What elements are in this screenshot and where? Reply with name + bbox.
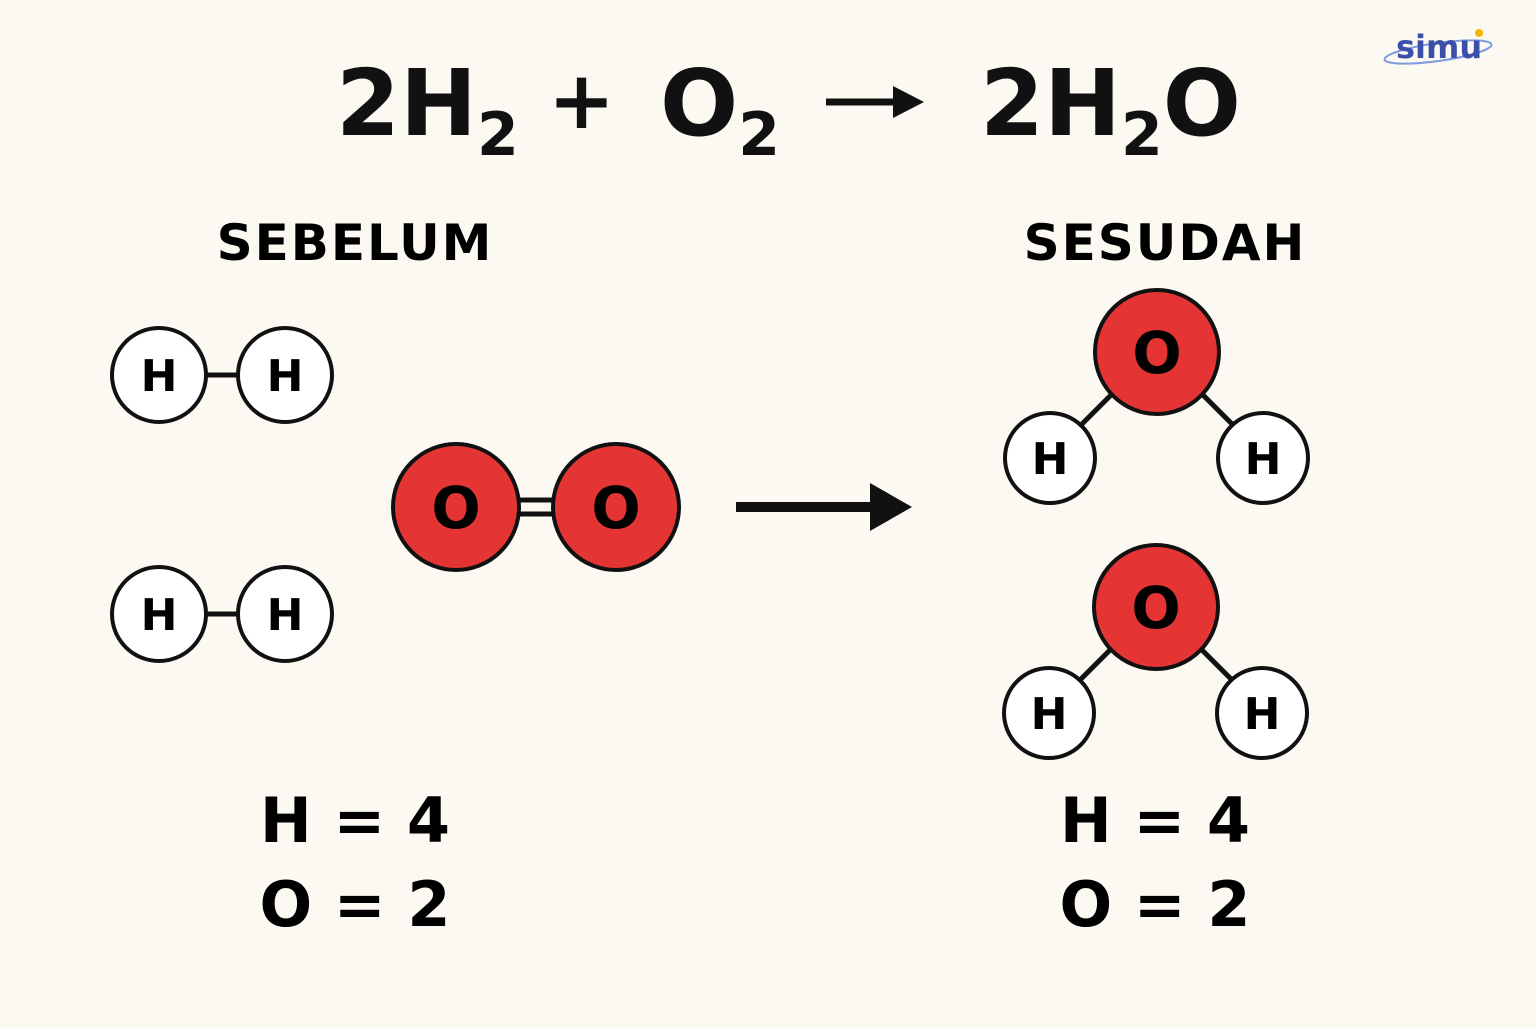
atom-label: H: [1244, 689, 1281, 740]
hydrogen-atom: [1003, 411, 1097, 505]
hydrogen-atom: [1002, 666, 1096, 760]
chemical-equation: 2H2 + O2 2H2O: [336, 50, 1241, 170]
h2-molecule-1: H H: [110, 326, 334, 424]
oxygen-atom: [391, 442, 521, 572]
equation-arrow: [826, 86, 924, 118]
atom-label: H: [1031, 689, 1068, 740]
h2o-molecule-2: O H H: [1002, 543, 1309, 760]
atom-label: O: [431, 474, 480, 542]
product-formula: 2H2O: [980, 50, 1241, 170]
hydrogen-atom: [236, 565, 334, 663]
hydrogen-atom: [110, 326, 208, 424]
oxygen-atom: [1093, 288, 1221, 416]
before-label: SEBELUM: [217, 214, 494, 272]
hydrogen-atom: [236, 326, 334, 424]
atom-label: O: [1131, 574, 1180, 642]
oxygen-atom: [1092, 543, 1220, 671]
hydrogen-atom: [110, 565, 208, 663]
atom-label: O: [1132, 319, 1181, 387]
atom-label: H: [267, 590, 304, 641]
before-h-count: H = 4: [260, 784, 450, 857]
h2o-molecule-1: O H H: [1003, 288, 1310, 505]
svg-text:simu: simu: [1396, 28, 1482, 66]
hydrogen-atom: [1215, 666, 1309, 760]
after-label: SESUDAH: [1024, 214, 1307, 272]
atom-label: H: [267, 351, 304, 402]
oxygen-atom: [551, 442, 681, 572]
atom-label: H: [1245, 434, 1282, 485]
simu-logo: simu: [1383, 28, 1493, 66]
atom-label: H: [141, 590, 178, 641]
atom-label: O: [591, 474, 640, 542]
after-h-count: H = 4: [1060, 784, 1250, 857]
h2-molecule-2: H H: [110, 565, 334, 663]
reactant2-formula: O2: [660, 50, 780, 170]
o2-molecule: O O: [391, 442, 681, 572]
after-o-count: O = 2: [1060, 868, 1251, 941]
plus-sign: +: [548, 54, 615, 147]
reactant1-formula: 2H2: [336, 50, 519, 170]
reaction-arrow: [736, 483, 912, 531]
before-o-count: O = 2: [260, 868, 451, 941]
atom-label: H: [141, 351, 178, 402]
atom-label: H: [1032, 434, 1069, 485]
hydrogen-atom: [1216, 411, 1310, 505]
